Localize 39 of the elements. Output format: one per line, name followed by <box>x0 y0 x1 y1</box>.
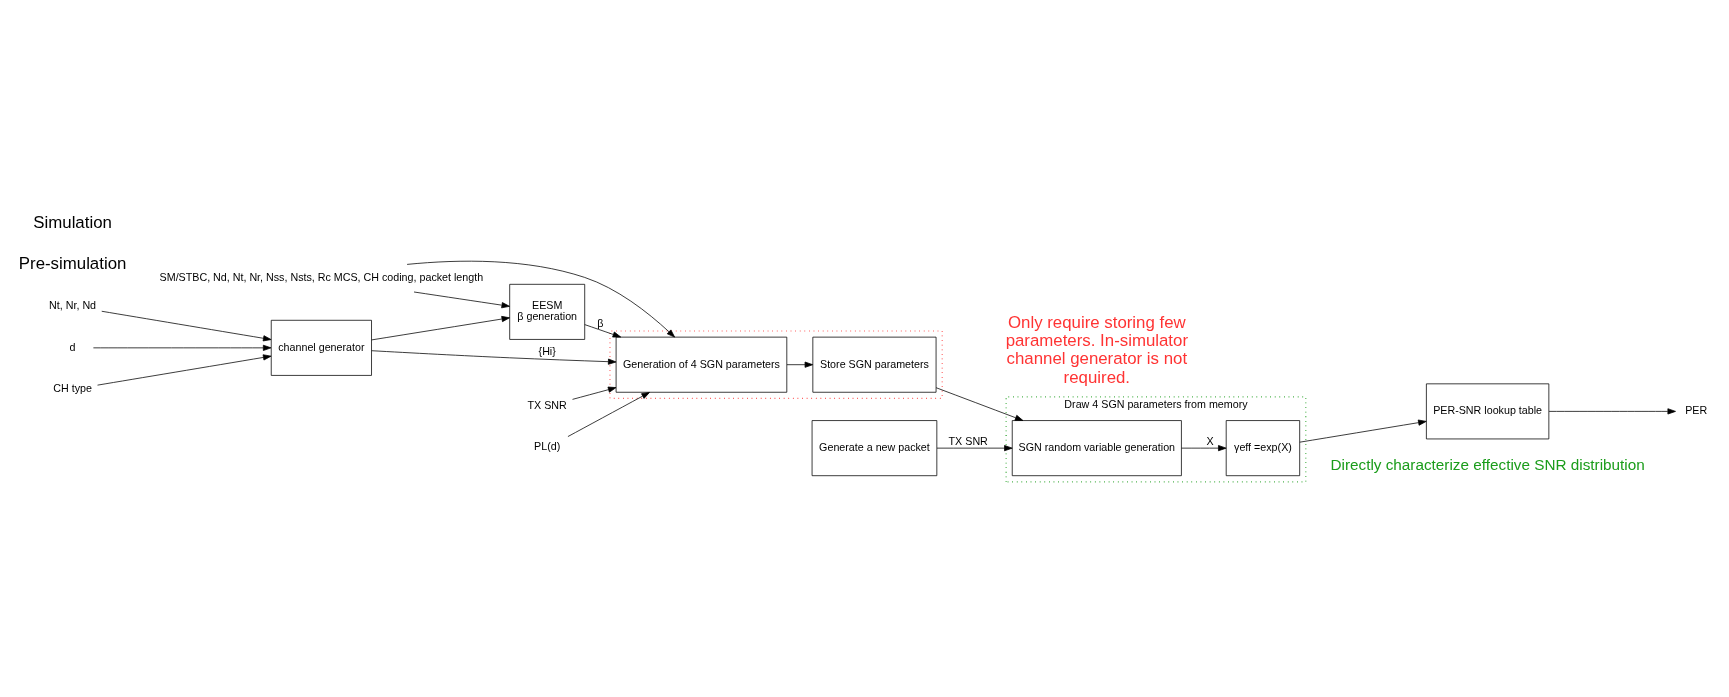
node-text: PER <box>1685 403 1708 416</box>
arrow <box>1548 407 1676 414</box>
edge-label: TX SNR <box>948 434 988 447</box>
edge-label: β <box>597 316 604 329</box>
node-text: TX SNR <box>527 398 567 411</box>
node-text: Nt, Nr, Nd <box>49 298 97 311</box>
arrow <box>406 260 675 337</box>
label: Only require storing few parameters. In-simulator channel generator is not required. <box>1005 312 1189 387</box>
node-box: channel generator <box>270 319 372 376</box>
node-text: PL(d) <box>534 439 561 452</box>
arrow <box>1299 419 1427 443</box>
arrow <box>567 391 650 437</box>
arrow <box>936 444 1013 451</box>
node-box: Generate a new packet <box>811 419 938 476</box>
arrow <box>584 323 622 337</box>
node-text: SM/STBC, Nd, Nt, Nr, Nss, Nsts, Rc MCS, CH coding, packet length <box>159 270 484 283</box>
node-label: Directly characterize effective SNR distribution <box>1330 455 1645 473</box>
arrow <box>93 344 272 351</box>
arrow <box>413 291 510 308</box>
arrow <box>1181 444 1227 451</box>
arrow <box>101 310 272 341</box>
arrow <box>572 386 617 400</box>
node-text: d <box>69 340 76 353</box>
edge-label: X <box>1206 434 1214 447</box>
arrow <box>786 361 814 368</box>
arrow <box>371 315 510 340</box>
edge-label: {Hi} <box>538 344 556 357</box>
node-text: CH type <box>53 381 92 394</box>
label: Simulation <box>33 212 112 232</box>
node-box: PER-SNR lookup table <box>1426 382 1550 439</box>
node-box: γeff =exp(X) <box>1225 419 1301 476</box>
arrow <box>97 353 272 386</box>
arrow <box>935 386 1024 421</box>
arrow <box>371 349 617 365</box>
node-box: Generation of 4 SGN parameters <box>615 336 788 393</box>
label: Pre-simulation <box>18 253 127 273</box>
node-box: Store SGN parameters <box>812 336 937 393</box>
node-box: EESM β generation <box>509 283 586 340</box>
node-box: SGN random variable generation <box>1011 419 1182 476</box>
